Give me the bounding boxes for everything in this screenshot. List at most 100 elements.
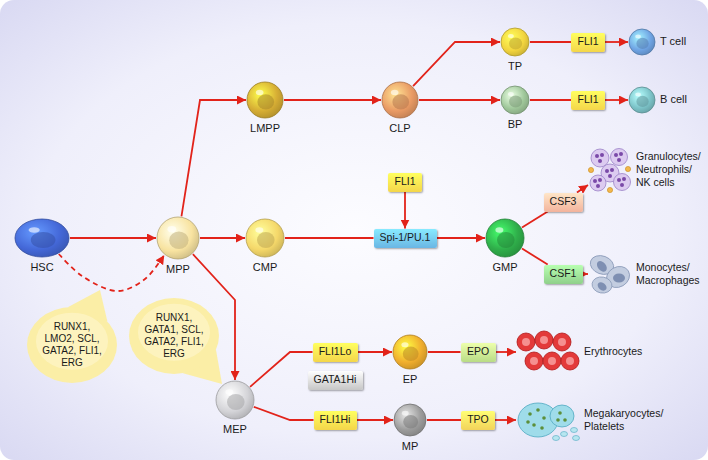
- text-holder: Megakaryocytes/ Platelets: [584, 407, 670, 433]
- granule: [610, 168, 614, 172]
- lineage-arrow: [404, 192, 406, 229]
- text-holder: CMP: [253, 261, 277, 275]
- cell-drawing: [500, 85, 530, 115]
- granule: [536, 408, 540, 412]
- cell-drawing: [156, 216, 200, 260]
- cell-drawing: [628, 28, 656, 56]
- cell-icon: CLP: [381, 81, 419, 119]
- factor-box: FLI1Lo: [313, 343, 358, 362]
- lineage-arrow: [200, 237, 245, 239]
- cell-highlight: [402, 411, 409, 416]
- granule: [528, 412, 532, 416]
- platelet: [561, 432, 568, 437]
- cell-body: [15, 219, 69, 257]
- factor-label: TPO: [467, 413, 489, 426]
- factor-box: FLI1Hi: [314, 411, 357, 430]
- cell-label: MPP: [166, 263, 190, 277]
- cell-body: [501, 86, 529, 114]
- lineage-arrow: [358, 351, 393, 353]
- text-holder: CSF1: [550, 267, 577, 280]
- granule: [598, 159, 602, 163]
- factor-callout: RUNX1, GATA1, SCL, GATA2, FLI1, ERG: [128, 297, 220, 375]
- cell-nucleus: [227, 394, 245, 410]
- lineage-arrow: [285, 237, 374, 239]
- lineage-arrow: [530, 99, 571, 101]
- lineage-arrow: [583, 273, 589, 275]
- cell-label: T cell: [660, 35, 686, 49]
- cell-icon: GMP: [485, 218, 525, 258]
- callout-highlight: [138, 304, 210, 361]
- callout-body: [27, 307, 117, 383]
- text-holder: Erythrocytes: [584, 345, 654, 358]
- cell-nucleus: [636, 38, 648, 49]
- text-holder: Granulocytes/ Neutrophils/ NK cells: [636, 150, 704, 189]
- cell-highlight: [256, 90, 264, 95]
- lineage-arrow: [530, 41, 571, 43]
- lineage-arrow: [577, 185, 588, 193]
- cell-body: [629, 87, 655, 113]
- factor-box: Spi-1/PU.1: [374, 229, 437, 248]
- cell-icon: HSC: [14, 218, 70, 258]
- text-holder: FLI1Hi: [320, 413, 351, 426]
- lineage-arrow: [495, 419, 516, 421]
- cell-icon: B cell: [628, 86, 656, 114]
- cell-label: CMP: [253, 261, 277, 275]
- text-holder: FLI1Lo: [319, 345, 352, 358]
- cell-drawing: [245, 218, 285, 258]
- cell-type-label: Granulocytes/ Neutrophils/ NK cells: [636, 150, 704, 189]
- cell-icon: TP: [500, 27, 530, 57]
- cell-drawing: [14, 218, 70, 258]
- granule: [563, 418, 567, 422]
- cell-label: MEP: [223, 423, 247, 437]
- granule: [542, 416, 546, 420]
- factor-label: FLI1: [577, 93, 598, 106]
- cell-drawing: [500, 27, 530, 57]
- factor-label: CSF3: [550, 195, 577, 208]
- cell-body: [486, 219, 524, 257]
- cell-icon: T cell: [628, 28, 656, 56]
- granule: [619, 152, 623, 156]
- erythrocyte-center: [566, 357, 574, 365]
- factor-box: FLI1: [571, 33, 605, 52]
- granulocyte: [611, 149, 628, 166]
- lineage-arrow: [357, 419, 394, 421]
- cell-label: B cell: [660, 93, 687, 107]
- cell-nucleus: [403, 347, 419, 361]
- cell-drawing: [381, 81, 419, 119]
- cell-body: [501, 28, 529, 56]
- cell-highlight: [508, 34, 514, 38]
- text-holder: HSC: [30, 261, 53, 275]
- factor-label: FLI1Lo: [319, 345, 352, 358]
- text-holder: CSF3: [550, 195, 577, 208]
- lineage-arrow: [522, 249, 548, 265]
- text-holder: MEP: [223, 423, 247, 437]
- text-holder: B cell: [660, 93, 687, 107]
- dashed-arrow: [59, 254, 164, 291]
- text-holder: GATA1Hi: [314, 373, 357, 386]
- granule: [608, 174, 612, 178]
- cell-label: GMP: [492, 261, 517, 275]
- factor-label: FLI1Hi: [320, 413, 351, 426]
- granule: [614, 153, 618, 157]
- lineage-arrow: [428, 351, 461, 353]
- cell-icon: MPP: [156, 216, 200, 260]
- text-holder: FLI1: [577, 93, 598, 106]
- cell-drawing: [516, 398, 580, 442]
- cell-nucleus: [392, 94, 409, 109]
- cell-nucleus: [31, 232, 56, 248]
- text-holder: Spi-1/PU.1: [380, 231, 431, 244]
- text-holder: EP: [403, 373, 418, 387]
- factor-box: CSF3: [544, 193, 583, 212]
- cell-highlight: [255, 227, 263, 233]
- cell-drawing: [246, 81, 284, 119]
- lineage-arrow: [522, 212, 548, 228]
- factor-box: CSF1: [544, 265, 583, 284]
- cell-icon: MEP: [215, 380, 255, 420]
- cell-body: [629, 29, 655, 55]
- granule: [532, 423, 536, 427]
- monocyte-nucleus: [595, 259, 609, 273]
- platelet: [573, 436, 580, 441]
- cell-label: EP: [403, 373, 418, 387]
- factor-label: EPO: [467, 345, 489, 358]
